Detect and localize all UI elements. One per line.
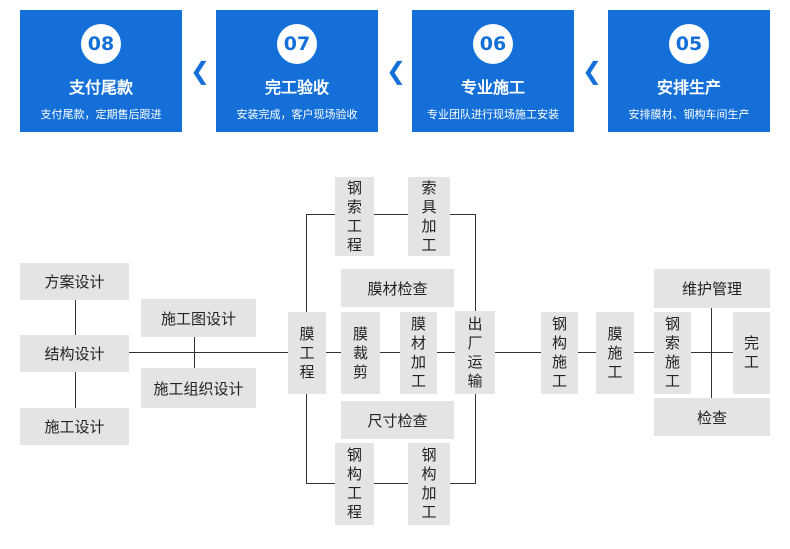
box-steel-cable-engineering: 钢索工程 <box>335 177 374 256</box>
box-label: 钢构施工 <box>552 315 568 390</box>
box-label: 膜裁剪 <box>353 324 369 381</box>
connector-line <box>380 352 400 353</box>
box-membrane-cutting: 膜裁剪 <box>341 312 380 394</box>
box-maintenance-management: 维护管理 <box>654 269 770 308</box>
box-label: 钢索施工 <box>665 315 681 390</box>
chevron-left-icon: ❮ <box>189 57 211 85</box>
box-label: 膜材加工 <box>411 315 427 390</box>
connector-line <box>450 214 475 215</box>
box-construction-org-design: 施工组织设计 <box>141 368 256 408</box>
chevron-left-icon: ❮ <box>385 57 407 85</box>
box-label: 完工 <box>744 334 760 371</box>
box-label: 钢索工程 <box>347 178 363 254</box>
step-card-08: 08 支付尾款 支付尾款，定期售后跟进 <box>20 10 182 132</box>
step-desc: 支付尾款，定期售后跟进 <box>40 108 162 121</box>
box-structure-design: 结构设计 <box>20 335 129 372</box>
step-number-badge: 07 <box>277 24 317 64</box>
connector-line <box>578 352 596 353</box>
connector-line <box>306 214 335 215</box>
box-steel-structure-engineering: 钢构工程 <box>335 443 374 525</box>
box-construction-design: 施工设计 <box>20 408 129 445</box>
step-card-06: 06 专业施工 专业团队进行现场施工安装 <box>412 10 574 132</box>
box-steel-cable-construction: 钢索施工 <box>654 312 691 394</box>
box-completion: 完工 <box>733 312 770 394</box>
connector-line <box>475 394 476 484</box>
step-title: 安排生产 <box>656 78 721 97</box>
connector-line <box>306 483 335 484</box>
connector-line <box>475 214 476 311</box>
box-factory-transport: 出厂运输 <box>455 311 495 394</box>
connector-line <box>691 352 733 353</box>
connector-line <box>326 352 341 353</box>
box-label: 膜工程 <box>299 324 315 381</box>
step-title: 支付尾款 <box>68 78 133 97</box>
step-desc: 安装完成，客户现场验收 <box>236 108 358 121</box>
connector-line <box>129 352 288 353</box>
step-card-05: 05 安排生产 安排膜材、钢构车间生产 <box>608 10 770 132</box>
box-fangan-design: 方案设计 <box>20 263 129 300</box>
connector-line <box>450 483 475 484</box>
step-card-07: 07 完工验收 安装完成，客户现场验收 <box>216 10 378 132</box>
step-title: 完工验收 <box>264 78 329 97</box>
step-desc: 专业团队进行现场施工安装 <box>427 108 559 121</box>
box-membrane-construction: 膜施工 <box>596 312 634 394</box>
box-label: 索具加工 <box>421 178 437 254</box>
connector-line <box>437 352 455 353</box>
connector-line <box>711 308 712 398</box>
box-label: 钢构工程 <box>347 446 363 521</box>
chevron-left-icon: ❮ <box>581 57 603 85</box>
box-cable-fitting-processing: 索具加工 <box>408 177 450 256</box>
connector-line <box>495 352 541 353</box>
step-number-badge: 08 <box>81 24 121 64</box>
step-number-badge: 06 <box>473 24 513 64</box>
box-size-inspection: 尺寸检查 <box>341 401 454 439</box>
step-number-badge: 05 <box>669 24 709 64</box>
box-membrane-engineering: 膜工程 <box>288 312 326 394</box>
box-label: 钢构加工 <box>421 446 437 521</box>
connector-line <box>374 214 408 215</box>
box-membrane-inspection: 膜材检查 <box>341 269 454 307</box>
connector-line <box>634 352 654 353</box>
box-label: 膜施工 <box>607 324 623 381</box>
step-desc: 安排膜材、钢构车间生产 <box>628 108 750 121</box>
box-inspection: 检查 <box>654 398 770 436</box>
box-membrane-processing: 膜材加工 <box>400 312 437 394</box>
box-steel-structure-construction: 钢构施工 <box>541 312 578 394</box>
box-construction-drawing-design: 施工图设计 <box>141 299 256 337</box>
step-title: 专业施工 <box>460 78 525 97</box>
connector-line <box>374 483 408 484</box>
connector-line <box>194 337 195 368</box>
box-label: 出厂运输 <box>467 314 483 390</box>
box-steel-structure-processing: 钢构加工 <box>408 443 450 525</box>
